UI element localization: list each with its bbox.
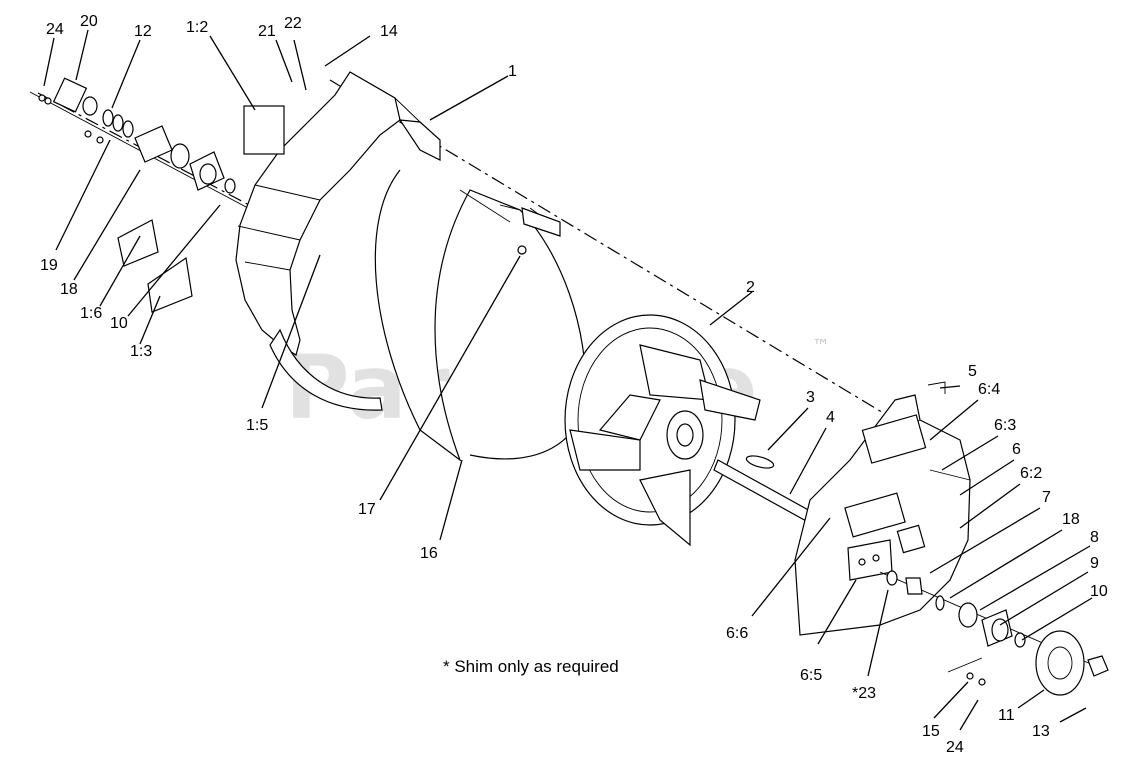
- callout-8: 8: [1090, 529, 1099, 546]
- callout-10-left: 10: [110, 315, 128, 332]
- callout-10-right: 10: [1090, 583, 1108, 600]
- callout-12: 12: [134, 23, 152, 40]
- callout-21: 21: [258, 23, 276, 40]
- watermark-trademark: ™: [812, 336, 830, 357]
- callout-13: 13: [1032, 723, 1050, 740]
- callout-6: 6: [1012, 441, 1021, 458]
- left-hardware-assembly: [29, 77, 281, 313]
- callout-1-3: 1:3: [130, 343, 152, 360]
- callout-17: 17: [358, 501, 376, 518]
- impeller: [564, 314, 761, 547]
- callout-6-4: 6:4: [978, 381, 1000, 398]
- shaft-and-key: [713, 455, 813, 523]
- callout-18-left: 18: [60, 281, 78, 298]
- callout-6-5: 6:5: [800, 667, 822, 684]
- right-hardware-assembly: [879, 381, 1109, 696]
- callout-7: 7: [1042, 489, 1051, 506]
- callout-22: 22: [284, 15, 302, 32]
- callout-24-left: 24: [46, 21, 64, 38]
- callout-9: 9: [1090, 555, 1099, 572]
- callout-11: 11: [998, 707, 1015, 724]
- callout-6-2: 6:2: [1020, 465, 1042, 482]
- callout-1: 1: [508, 63, 517, 80]
- callout-23: *23: [852, 685, 876, 702]
- callout-3: 3: [806, 389, 815, 406]
- shim-note: * Shim only as required: [443, 657, 619, 676]
- callout-5: 5: [968, 363, 977, 380]
- callout-labels: 24 20 12 1:2 21 22 14 1 19 18 1:6 10 1:3…: [40, 13, 1108, 756]
- callout-24-right: 24: [946, 739, 964, 756]
- callout-1-2: 1:2: [186, 19, 208, 36]
- right-side-plate: [794, 394, 971, 636]
- callout-16: 16: [420, 545, 438, 562]
- callout-2: 2: [746, 279, 755, 296]
- callout-20: 20: [80, 13, 98, 30]
- callout-14: 14: [380, 23, 398, 40]
- callout-6-3: 6:3: [994, 417, 1016, 434]
- callout-18-right: 18: [1062, 511, 1080, 528]
- callout-1-5: 1:5: [246, 417, 268, 434]
- callout-6-6: 6:6: [726, 625, 748, 642]
- leader-lines: [43, 29, 1093, 731]
- callout-4: 4: [826, 409, 835, 426]
- callout-19: 19: [40, 257, 58, 274]
- blower-housing: [235, 71, 441, 411]
- callout-15: 15: [922, 723, 940, 740]
- callout-1-6: 1:6: [80, 305, 102, 322]
